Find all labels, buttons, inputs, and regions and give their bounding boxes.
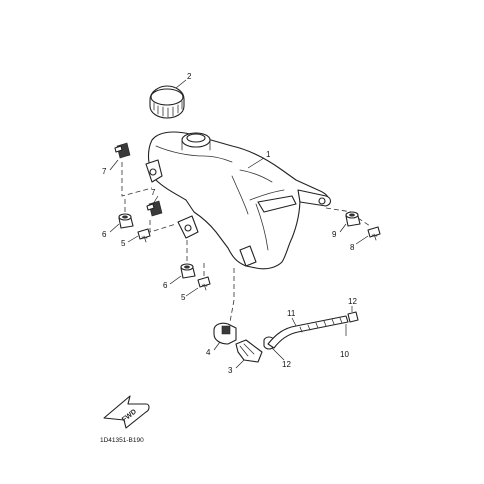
callout-9: 9 (332, 230, 337, 239)
callout-7-upper: 7 (102, 167, 107, 176)
collar-lower[interactable] (180, 263, 196, 279)
callout-6-upper: 6 (102, 230, 107, 239)
bolt-right[interactable] (367, 226, 381, 241)
fwd-arrow-icon: FWD (103, 395, 150, 429)
callout-labels: 2 1 7 7 6 5 6 5 9 8 4 3 11 10 12 12 (102, 72, 357, 375)
callout-6-lower: 6 (163, 281, 168, 290)
collar-upper[interactable] (118, 213, 134, 229)
grommet-upper[interactable] (114, 142, 131, 159)
assembly-lines (121, 162, 371, 323)
tank-cap[interactable] (149, 85, 185, 119)
diagram-code: 1D41351-B190 (100, 437, 144, 444)
callout-11: 11 (287, 309, 296, 318)
fuel-hose[interactable] (267, 315, 349, 349)
callout-12-upper: 12 (348, 297, 357, 306)
collar-right[interactable] (345, 211, 361, 227)
callout-1: 1 (266, 150, 271, 159)
callout-4: 4 (206, 348, 211, 357)
grommet-lower[interactable] (146, 200, 163, 217)
fuel-cock-body[interactable] (235, 339, 263, 363)
leader-lines (109, 79, 369, 369)
hose-clip-upper[interactable] (347, 311, 359, 323)
callout-3: 3 (228, 366, 233, 375)
callout-2: 2 (187, 72, 192, 81)
fuel-cock[interactable] (213, 322, 237, 345)
bolt-lower[interactable] (197, 276, 211, 291)
bolt-upper[interactable] (137, 228, 151, 243)
callout-7-lower: 7 (151, 188, 156, 197)
callout-12-lower: 12 (282, 360, 291, 369)
fuel-tank[interactable] (145, 131, 332, 270)
callout-5-upper: 5 (121, 239, 126, 248)
callout-8: 8 (350, 243, 355, 252)
callout-10: 10 (340, 350, 349, 359)
callout-5-lower: 5 (181, 293, 186, 302)
